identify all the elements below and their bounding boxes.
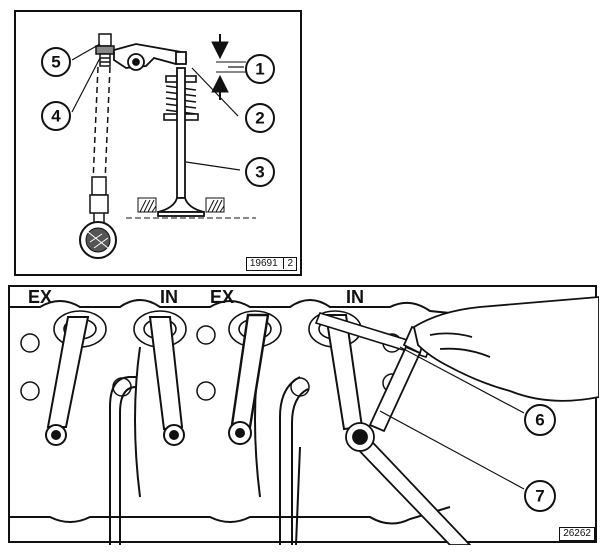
valve-diagram-drawing: 1 2 3 4 5 xyxy=(41,33,275,259)
figure-reference-number: 19691 xyxy=(249,258,278,269)
valve-labels: EX IN EX IN xyxy=(28,287,364,307)
feeler-gauge xyxy=(314,312,432,358)
svg-text:7: 7 xyxy=(535,487,544,506)
cylinder-head-outline xyxy=(10,299,491,525)
callout-2: 2 xyxy=(245,103,275,133)
mechanic-hand xyxy=(412,296,599,402)
svg-text:4: 4 xyxy=(51,107,61,126)
valve-label-in-1: IN xyxy=(160,287,178,307)
adjusting-screw xyxy=(95,33,115,67)
callout-1: 1 xyxy=(245,54,275,84)
valve-label-ex-1: EX xyxy=(28,287,52,307)
cylinder-head-section xyxy=(126,197,256,219)
callout-6: 6 xyxy=(524,404,556,436)
valve xyxy=(157,67,205,217)
valve-label-in-2: IN xyxy=(346,287,364,307)
wrench xyxy=(345,422,472,545)
bottom-leader-lines xyxy=(379,346,525,490)
figure-sheet-number: 2 xyxy=(283,258,293,269)
engine-top-drawing: EX IN EX IN 6 7 xyxy=(10,287,599,545)
svg-text:6: 6 xyxy=(535,411,544,430)
callout-7: 7 xyxy=(524,480,556,512)
leader-lines xyxy=(71,43,244,171)
rocker-arms xyxy=(45,313,364,446)
svg-text:5: 5 xyxy=(51,53,60,72)
valve-label-ex-2: EX xyxy=(210,287,234,307)
clearance-arrows xyxy=(211,34,246,100)
svg-text:1: 1 xyxy=(255,60,264,79)
tappet xyxy=(79,221,117,259)
callout-4: 4 xyxy=(41,101,71,131)
figure-reference-number-bottom: 26262 xyxy=(563,528,591,539)
figure-reference-26262: 26262 xyxy=(559,527,595,541)
push-rod xyxy=(89,66,111,225)
valve-clearance-diagram: 1 2 3 4 5 19691 2 xyxy=(14,10,302,276)
fuel-pipes xyxy=(109,376,309,545)
callout-3: 3 xyxy=(245,157,275,187)
rocker-adjustment-photo-drawing: EX IN EX IN 6 7 26262 xyxy=(8,285,599,545)
callout-5: 5 xyxy=(41,47,71,77)
svg-text:2: 2 xyxy=(255,109,264,128)
rocker-arm xyxy=(113,43,188,71)
figure-reference-19691: 19691 2 xyxy=(245,257,297,271)
svg-text:3: 3 xyxy=(255,163,264,182)
